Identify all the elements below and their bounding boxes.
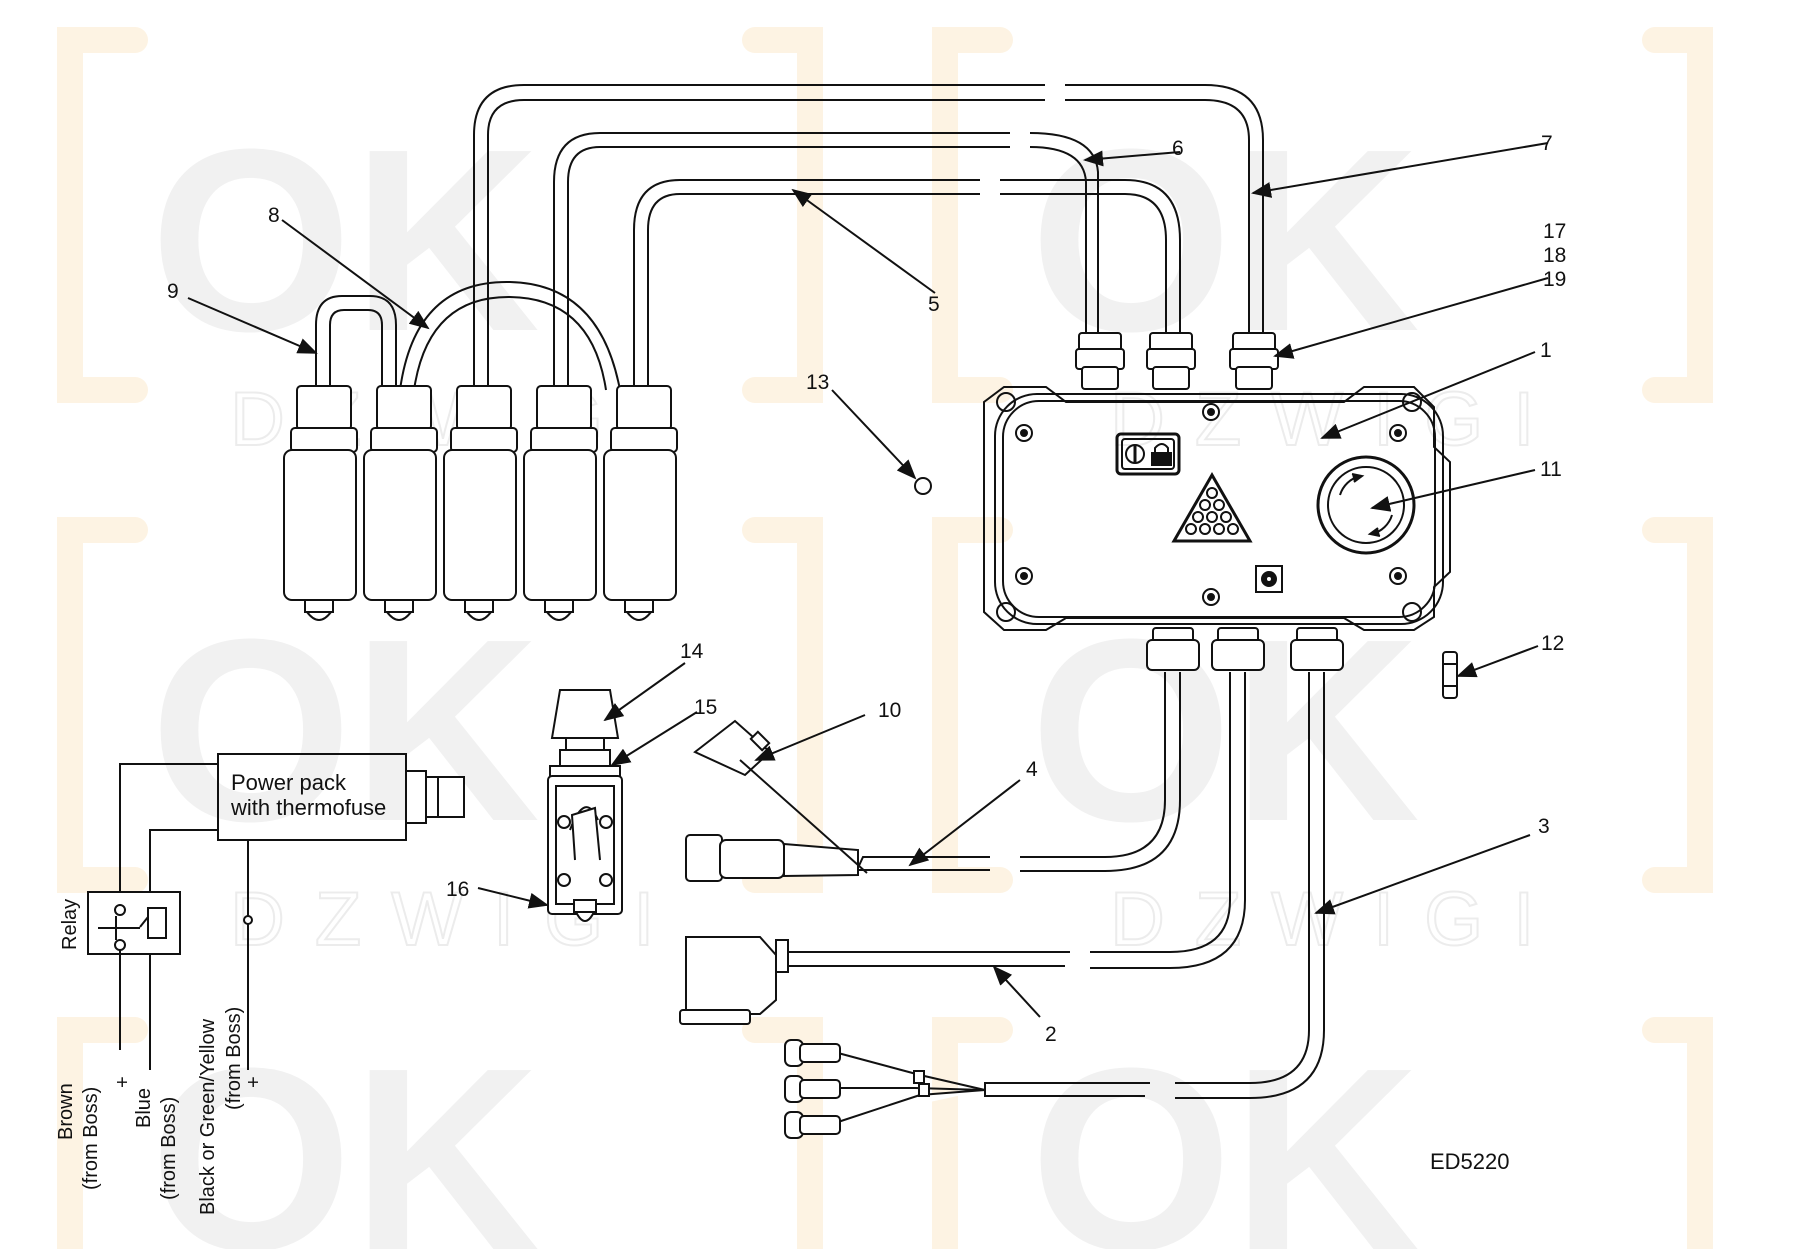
brown-wire-source: (from Boss) (80, 1087, 102, 1190)
part-12-fuse (1442, 651, 1458, 699)
connector-4 (685, 834, 859, 882)
part-13-ball (914, 477, 932, 495)
watermark-letters: OK (1030, 1015, 1420, 1249)
part-numbers: 1 2 3 4 5 6 7 8 9 10 11 12 13 14 15 16 1… (167, 132, 1566, 1046)
part-number-15: 15 (694, 696, 717, 719)
part-number-13: 13 (806, 371, 829, 394)
sensors (283, 385, 678, 621)
brown-wire-polarity: + (112, 1076, 134, 1088)
part-number-8: 8 (268, 204, 280, 227)
part-number-18: 18 (1543, 244, 1566, 267)
sensor-1 (283, 385, 358, 621)
black-wire-polarity: + (243, 1076, 265, 1088)
warning-triangle-icon (1171, 471, 1253, 543)
watermark: OK OK OK OK OK OK DZWIGI DZWIGI DZWIGI D… (57, 27, 1713, 1249)
connector-2 (679, 936, 789, 1025)
part-number-17: 17 (1543, 220, 1566, 243)
control-box (983, 332, 1451, 671)
part-number-7: 7 (1541, 132, 1553, 155)
sensor-2 (363, 385, 438, 621)
part-number-16: 16 (446, 878, 469, 901)
part-number-10: 10 (878, 699, 901, 722)
watermark-letters: OK (150, 586, 540, 876)
rotary-switch-icon (1316, 455, 1416, 555)
watermark-letters: OK (150, 1015, 540, 1249)
relay-box (87, 891, 181, 955)
wiring-schematic (87, 753, 465, 1070)
black-wire-label: Black or Green/Yellow (197, 1018, 219, 1215)
power-pack-label-line1: Power pack (231, 770, 347, 795)
connector-3 (784, 1039, 986, 1139)
figure-code: ED5220 (1430, 1149, 1510, 1174)
top-cables (315, 84, 1264, 391)
limit-switch (547, 689, 623, 922)
sensor-5 (603, 385, 678, 621)
part-number-5: 5 (928, 293, 940, 316)
top-cable-glands (1075, 332, 1279, 390)
part-number-19: 19 (1543, 268, 1566, 291)
part-number-1: 1 (1540, 339, 1552, 362)
part-number-4: 4 (1026, 758, 1038, 781)
blue-wire-source: (from Boss) (158, 1097, 180, 1200)
leader-lines (187, 142, 1549, 1018)
part-number-6: 6 (1172, 137, 1184, 160)
part-number-3: 3 (1538, 815, 1550, 838)
black-wire-source: (from Boss) (223, 1007, 245, 1110)
part-number-14: 14 (680, 640, 704, 663)
brown-wire-label: Brown (55, 1083, 77, 1140)
watermark-letters: OK (150, 96, 540, 386)
sensor-3 (443, 385, 518, 621)
lock-switch-icon (1115, 432, 1181, 476)
part-number-12: 12 (1541, 632, 1564, 655)
bottom-cable-glands (1146, 627, 1344, 671)
power-pack-label-line2: with thermofuse (230, 795, 386, 820)
blue-wire-label: Blue (133, 1088, 155, 1128)
watermark-subtitle: DZWIGI (1110, 877, 1564, 962)
small-button-icon (1255, 565, 1283, 593)
part-number-2: 2 (1045, 1023, 1057, 1046)
part-number-11: 11 (1540, 458, 1562, 481)
relay-label: Relay (59, 899, 81, 950)
part-number-9: 9 (167, 280, 179, 303)
sensor-4 (523, 385, 598, 621)
